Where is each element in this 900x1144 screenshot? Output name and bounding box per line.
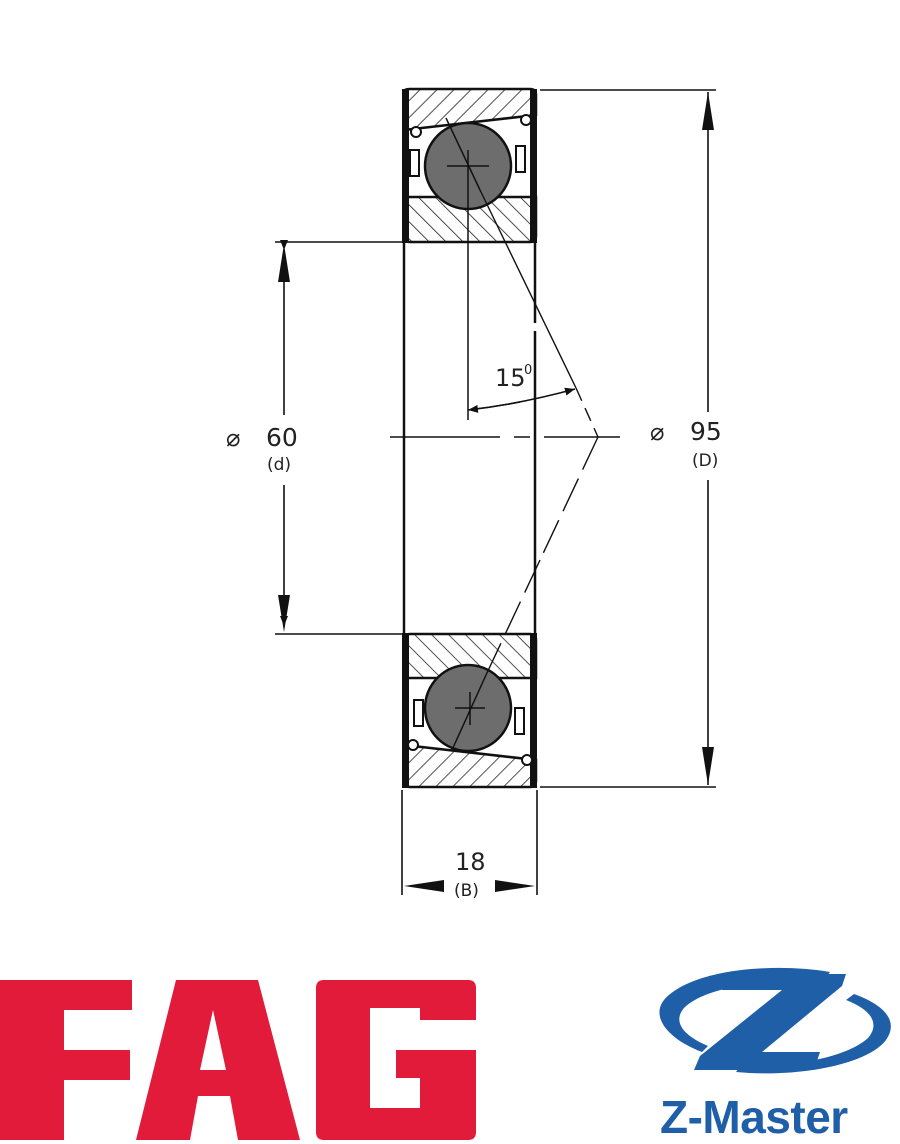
contact-angle-lines [479, 189, 599, 676]
bore-diameter-symbol: ⌀ [226, 424, 240, 452]
top-section [402, 87, 538, 420]
bore-label: (d) [267, 455, 291, 475]
outer-value: 95 [690, 417, 722, 446]
outer-diameter-symbol: ⌀ [650, 418, 664, 446]
bottom-section [402, 632, 538, 789]
width-label: (B) [454, 881, 479, 901]
angle-degree-symbol: 0 [524, 363, 532, 378]
z-master-logo [659, 967, 891, 1074]
bearing-drawing: 15 0 ⌀ 60 (d) ⌀ 95 (D) 18 (B) [226, 87, 722, 901]
width-value: 18 [455, 848, 486, 876]
bore-value: 60 [266, 423, 298, 452]
z-master-wordmark: Z-Master [660, 1091, 848, 1143]
fag-logo [0, 980, 476, 1140]
angle-arc [467, 387, 576, 411]
outer-label: (D) [692, 451, 718, 471]
width-dimension [401, 790, 538, 895]
outer-dimension [540, 89, 716, 788]
angle-label: 15 [495, 364, 526, 392]
